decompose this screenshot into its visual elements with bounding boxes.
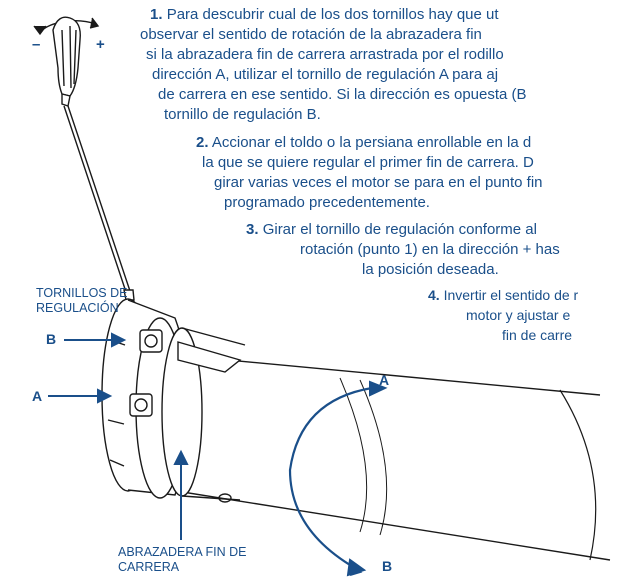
step-line: la que se quiere regular el primer fin d…	[202, 154, 534, 171]
rotation-a-arrowhead-icon	[369, 380, 388, 397]
rotation-a-label: A	[379, 372, 390, 388]
step-line: programado precedentemente.	[224, 194, 430, 211]
rotation-b-arrowhead-icon	[346, 558, 367, 577]
motor-head	[101, 298, 246, 503]
clamp-label-line: CARRERA	[118, 560, 180, 574]
screwdriver-icon	[52, 16, 135, 301]
arrow-b-icon	[64, 332, 127, 348]
step-line: motor y ajustar e	[466, 307, 571, 323]
step-line: girar varias veces el motor se para en e…	[214, 174, 543, 191]
plus-sign: +	[96, 36, 105, 53]
step-line: tornillo de regulación B.	[164, 106, 321, 123]
step-line: observar el sentido de rotación de la ab…	[140, 26, 482, 43]
arrow-clamp-icon	[173, 449, 189, 540]
rotation-b-label: B	[382, 558, 393, 574]
screw-b-label: B	[46, 331, 57, 347]
screws-label: TORNILLOS DE REGULACIÓN	[36, 286, 127, 316]
step-number: 2.	[196, 134, 209, 151]
clamp-label: ABRAZADERA FIN DE CARRERA	[118, 545, 247, 575]
clamp-label-line: ABRAZADERA FIN DE	[118, 545, 247, 559]
step-line: Accionar el toldo o la persiana enrollab…	[211, 134, 532, 151]
step-number: 3.	[246, 221, 259, 238]
step-4: 4. Invertir el sentido de r motor y ajus…	[428, 285, 578, 345]
step-line: de carrera en ese sentido. Si la direcci…	[158, 86, 527, 103]
step-line: Girar el tornillo de regulación conforme…	[262, 221, 537, 238]
step-line: rotación (punto 1) en la dirección + has	[300, 241, 560, 258]
step-line: si la abrazadera fin de carrera arrastra…	[146, 46, 504, 63]
screws-label-line: TORNILLOS DE	[36, 286, 128, 300]
step-line: la posición deseada.	[362, 261, 499, 278]
step-line: fin de carre	[502, 327, 573, 343]
step-line: Para descubrir cual de los dos tornillos…	[166, 6, 499, 23]
step-line: dirección A, utilizar el tornillo de reg…	[152, 66, 499, 83]
step-number: 4.	[428, 287, 440, 303]
minus-sign: –	[32, 36, 41, 53]
arrow-a-icon	[48, 388, 113, 404]
step-3: 3. Girar el tornillo de regulación confo…	[246, 220, 560, 280]
screw-a-label: A	[32, 388, 43, 404]
step-1: 1. Para descubrir cual de los dos tornil…	[140, 5, 527, 125]
step-2: 2. Accionar el toldo o la persiana enrol…	[196, 133, 543, 213]
step-number: 1.	[150, 6, 163, 23]
screws-label-line: REGULACIÓN	[36, 301, 119, 315]
step-line: Invertir el sentido de r	[443, 287, 579, 303]
motor-tube	[169, 354, 611, 561]
